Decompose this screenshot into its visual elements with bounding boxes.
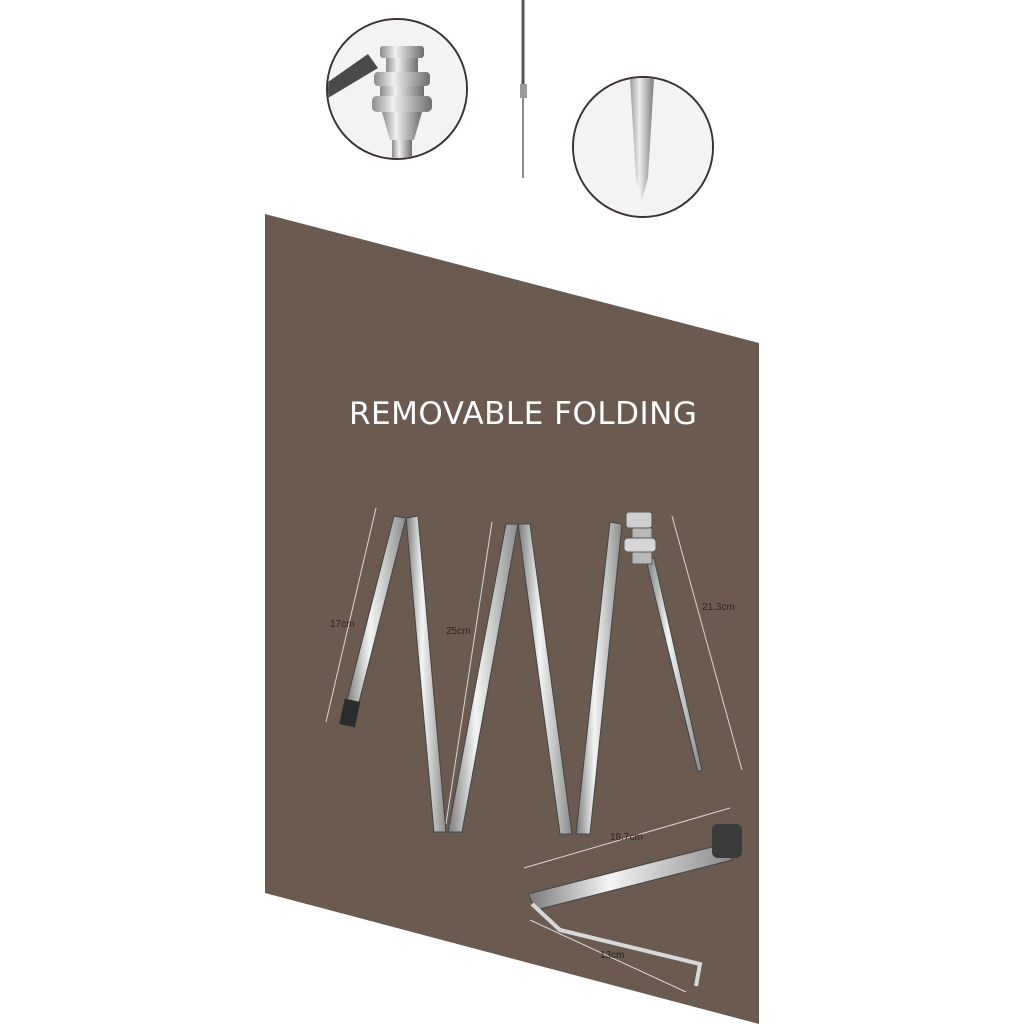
- panel-title: REMOVABLE FOLDING: [349, 396, 698, 432]
- connector-detail-image: [328, 20, 466, 158]
- dimension-label-21-3cm: 21.3cm: [702, 602, 735, 613]
- connector-detail-circle: [326, 18, 468, 160]
- dimension-label-18-7cm: 18.7cm: [610, 832, 643, 843]
- panel-shape: [265, 214, 759, 1024]
- dimension-label-17cm: 17cm: [330, 619, 355, 630]
- dimension-label-25cm: 25cm: [446, 626, 471, 637]
- pole-preview: [520, 0, 527, 178]
- dimension-label-13cm: 13cm: [600, 950, 625, 961]
- tip-detail-circle: [572, 76, 714, 218]
- tip-detail-image: [574, 78, 712, 216]
